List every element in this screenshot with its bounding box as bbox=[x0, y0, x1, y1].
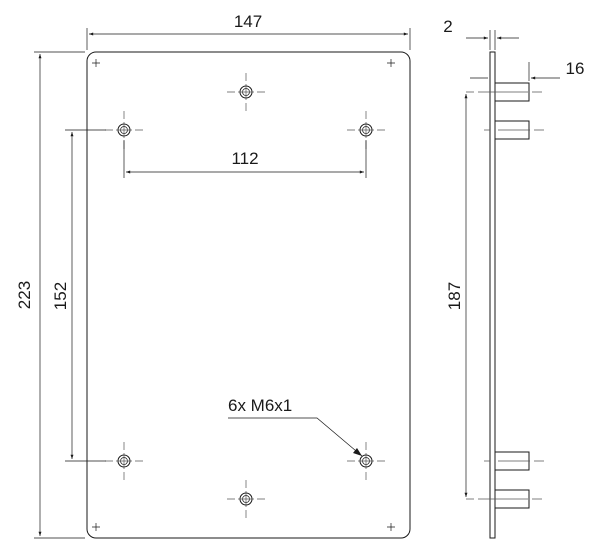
side-view: 2 16 187 bbox=[443, 17, 584, 539]
height-dimension: 223 bbox=[15, 51, 85, 539]
hole-vertical-label: 152 bbox=[51, 282, 70, 310]
corner-marks bbox=[92, 59, 395, 531]
hole bbox=[347, 111, 385, 149]
height-label: 223 bbox=[15, 281, 34, 309]
front-view: 147 223 152 112 6x M6x1 bbox=[15, 12, 411, 539]
hole bbox=[347, 442, 385, 480]
side-vertical-dimension: 187 bbox=[445, 94, 468, 497]
hole-vertical-dimension: 152 bbox=[51, 129, 106, 462]
stud bbox=[466, 489, 542, 509]
stud-length-label: 16 bbox=[566, 59, 585, 78]
hole-horizontal-label: 112 bbox=[231, 149, 258, 168]
thickness-dimension: 2 bbox=[443, 17, 519, 50]
hole bbox=[227, 73, 265, 111]
plate-outline bbox=[86, 51, 411, 539]
hole bbox=[105, 111, 143, 149]
thickness-label: 2 bbox=[443, 17, 452, 36]
stud bbox=[484, 120, 544, 140]
stud bbox=[466, 82, 542, 102]
side-vertical-label: 187 bbox=[445, 282, 464, 310]
stud-length-dimension: 16 bbox=[470, 59, 584, 81]
hole-callout-label: 6x M6x1 bbox=[228, 396, 292, 415]
hole bbox=[105, 442, 143, 480]
stud bbox=[484, 451, 544, 471]
hole bbox=[227, 480, 265, 518]
width-dimension: 147 bbox=[86, 12, 411, 50]
plate-side-profile bbox=[489, 51, 496, 539]
hole-horizontal-dimension: 112 bbox=[123, 140, 367, 178]
hole-callout: 6x M6x1 bbox=[228, 396, 363, 457]
width-label: 147 bbox=[234, 12, 262, 31]
